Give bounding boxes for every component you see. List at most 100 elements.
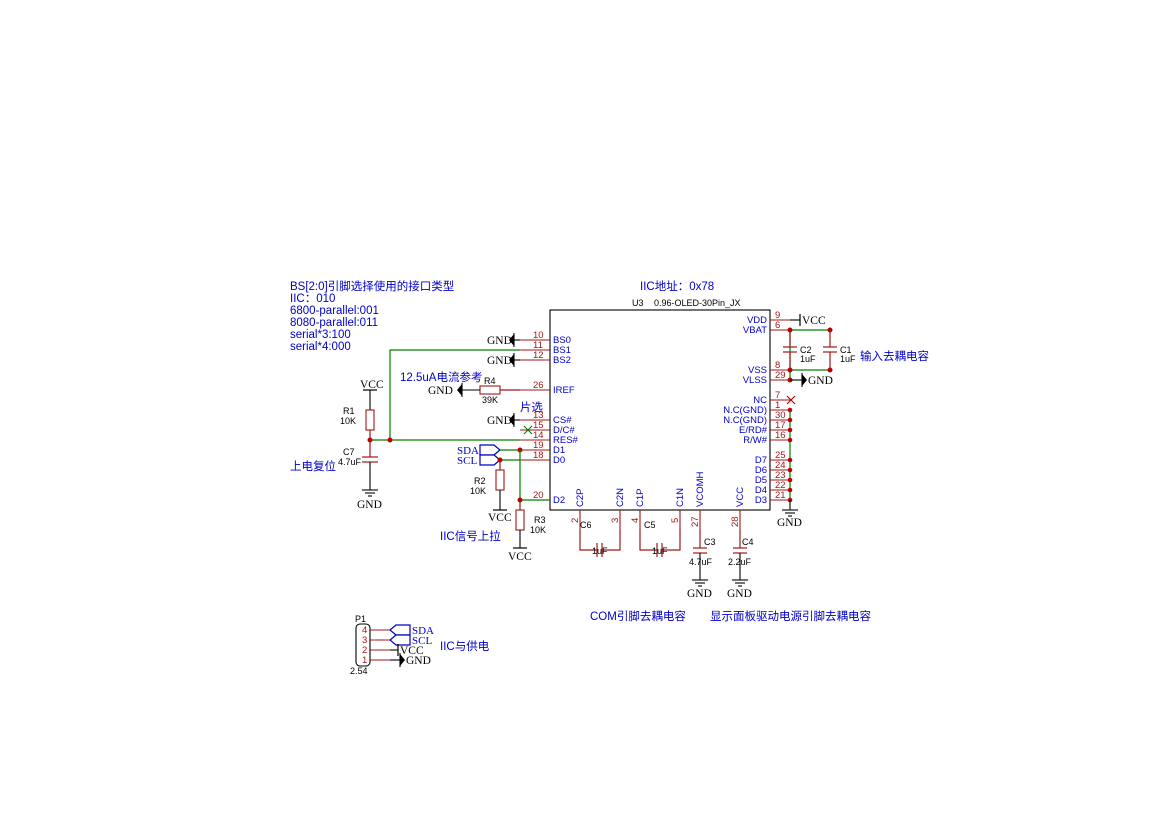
pin-num-c1p: 4 (630, 518, 641, 523)
c7-value: 4.7uF (338, 457, 362, 467)
pin-num-rw: 16 (775, 430, 786, 441)
gnd-label-bs2: GND (487, 355, 512, 367)
gnd-label-r4: GND (428, 385, 453, 397)
pin-num-d1: 19 (533, 440, 544, 451)
pin-name-vbat: VBAT (743, 325, 767, 336)
r3-ref: R3 (534, 515, 546, 525)
u3-ref: U3 (632, 298, 644, 308)
pin-num-d4: 22 (775, 480, 786, 491)
pin-num-cs: 13 (533, 410, 544, 421)
bs-serial3-mode: serial*3:100 (290, 329, 351, 341)
pin-name-c1p: C1P (635, 489, 646, 507)
p1-body (355, 623, 371, 667)
c1-ref: C1 (840, 345, 852, 355)
pullup-note: IIC信号上拉 (440, 529, 501, 543)
p1-ref: P1 (355, 614, 366, 624)
pin-num-vcc: 28 (730, 516, 741, 527)
dc-no-connect-mark (523, 425, 533, 435)
vcc-label-vdd: VCC (802, 315, 826, 327)
pin-name-rw: R/W# (743, 435, 767, 446)
p1-pin-2: 2 (362, 645, 367, 656)
pin-num-ncgnd1: 1 (775, 400, 780, 411)
pin-num-c2n: 3 (610, 518, 621, 523)
pin-num-res: 14 (533, 430, 544, 441)
bs-serial4-mode: serial*4:000 (290, 341, 351, 353)
r4-value: 39K (482, 395, 498, 405)
c4-value: 2.2uF (728, 557, 752, 567)
iref-circuit: GND R4 39K (428, 376, 520, 405)
pin-num-d3: 21 (775, 490, 786, 501)
c4-ref: C4 (742, 537, 754, 547)
pin-name-vss: VSS (748, 365, 767, 376)
pin-name-vdd: VDD (747, 315, 767, 326)
pin-name-bs0: BS0 (553, 335, 571, 346)
c2-ref: C2 (800, 345, 812, 355)
vcc-label-r2: VCC (488, 512, 512, 524)
pin-num-erd: 17 (775, 420, 786, 431)
p1-vcc-label: VCC (400, 645, 424, 657)
c2-value: 1uF (800, 354, 816, 364)
r1-resistor (365, 409, 375, 431)
p1-scl-label: SCL (412, 635, 432, 647)
r4-resistor (479, 385, 501, 395)
pin-name-ncgnd1: N.C(GND) (723, 405, 767, 416)
gnd-label-cs: GND (487, 415, 512, 427)
pin-name-d5: D5 (755, 475, 767, 486)
scl-port-flag (479, 454, 501, 466)
pin-num-vbat: 6 (775, 320, 780, 331)
reset-circuit: VCC R1 10K C7 4.7uF GND (338, 349, 520, 511)
p1-pin-4: 4 (362, 625, 367, 636)
charge-pump-caps: C6 1uF C5 1uF (579, 520, 681, 557)
gnd-label-vlss: GND (808, 375, 833, 387)
unused-pins-gnd-bus: GND (777, 407, 802, 529)
pin-name-c2n: C2N (615, 488, 626, 507)
pin-name-iref: IREF (553, 385, 575, 396)
r3-value: 10K (530, 525, 546, 535)
vcc-label-r3: VCC (508, 551, 532, 563)
pin-name-erd: E/RD# (739, 425, 768, 436)
bs-6800-mode: 6800-parallel:001 (290, 305, 379, 317)
pin-num-dc: 15 (533, 420, 544, 431)
pin-num-d2: 20 (533, 490, 544, 501)
scl-port-label: SCL (457, 455, 477, 467)
pin-name-d4: D4 (755, 485, 767, 496)
gnd-label-c3: GND (687, 588, 712, 600)
pin-num-iref: 26 (533, 380, 544, 391)
bs-gnd-group: GND GND GND (487, 333, 520, 427)
pin-name-vcomh: VCOMH (695, 472, 706, 508)
r1-ref: R1 (343, 406, 355, 416)
pin-num-bs1: 11 (533, 340, 543, 351)
junction-reset-bs1 (387, 437, 393, 443)
p1-connector: P1 2.54 4 3 2 1 SDA SCL VCC GND (350, 614, 434, 676)
pin-name-d2: D2 (553, 495, 565, 506)
r4-ref: R4 (484, 376, 496, 386)
bs-title: BS[2:0]引脚选择使用的接口类型 (290, 279, 454, 293)
pin-name-bs2: BS2 (553, 355, 571, 366)
c1-value: 1uF (840, 354, 856, 364)
c7-ref: C7 (343, 447, 355, 457)
com-cap-note: COM引脚去耦电容 (590, 609, 686, 623)
pin-name-d3: D3 (755, 495, 767, 506)
pin-name-d0: D0 (553, 455, 565, 466)
p1-gnd-label: GND (406, 655, 431, 667)
iref-note: 12.5uA电流参考 (400, 370, 482, 384)
iic-power-note: IIC与供电 (440, 639, 490, 653)
input-cap-note: 输入去耦电容 (860, 349, 929, 363)
p1-sda-label: SDA (412, 625, 434, 637)
input-decoupling-circuit: VCC C2 1uF C1 1uF GND (783, 314, 856, 387)
p1-pin-3: 3 (362, 635, 367, 646)
pin-name-vlss: VLSS (743, 375, 767, 386)
vcc-label-r1: VCC (360, 379, 384, 391)
pin-num-d7: 25 (775, 450, 786, 461)
vcomh-vcc-caps: C3 4.7uF GND C4 2.2uF GND (687, 530, 754, 600)
cs-note: 片选 (520, 401, 543, 414)
pin-num-bs0: 10 (533, 330, 544, 341)
pin-name-dc: D/C# (553, 425, 575, 436)
gnd-label-c4: GND (727, 588, 752, 600)
pin-num-d6: 24 (775, 460, 786, 471)
panel-cap-note: 显示面板驱动电源引脚去耦电容 (710, 609, 871, 623)
pin-num-c1n: 5 (670, 518, 681, 523)
pin-name-res: RES# (553, 435, 579, 446)
sda-port-label: SDA (457, 445, 479, 457)
